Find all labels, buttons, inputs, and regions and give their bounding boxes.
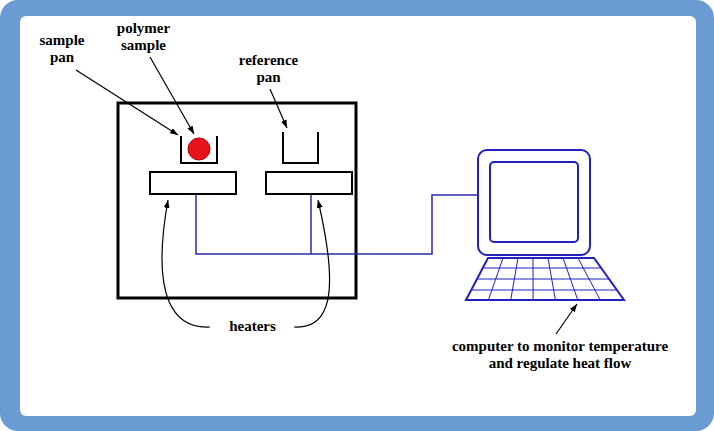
wire: [310, 195, 312, 254]
sample-heater: [150, 172, 236, 194]
laptop-screen: [490, 162, 578, 242]
white-panel: [20, 16, 696, 416]
leader-arrow: [270, 89, 287, 128]
key-column: [533, 258, 534, 300]
leader-arrow: [556, 304, 577, 334]
key-column: [548, 258, 555, 300]
leader-arrow: [294, 200, 330, 327]
leader-arrow: [150, 57, 194, 134]
key-column: [563, 258, 578, 300]
key-column: [578, 258, 600, 300]
reference-pan: [283, 132, 318, 163]
polymer-sample: [188, 138, 210, 160]
key-column: [488, 258, 503, 300]
part-label: sample pan: [38, 32, 86, 66]
wire: [196, 195, 478, 254]
laptop-keyboard: [466, 258, 624, 300]
part-label: computer to monitor temperature and regu…: [450, 338, 670, 372]
part-label: reference pan: [237, 52, 300, 86]
leader-arrow: [162, 200, 210, 327]
sample-pan: [181, 136, 217, 163]
keyboard-grid: [471, 258, 617, 300]
part-label: polymer sample: [115, 20, 172, 54]
part-label: heaters: [227, 318, 278, 335]
instrument-housing: [118, 103, 356, 298]
laptop-screen-frame: [478, 150, 590, 255]
key-column: [511, 258, 518, 300]
reference-heater: [266, 172, 352, 194]
